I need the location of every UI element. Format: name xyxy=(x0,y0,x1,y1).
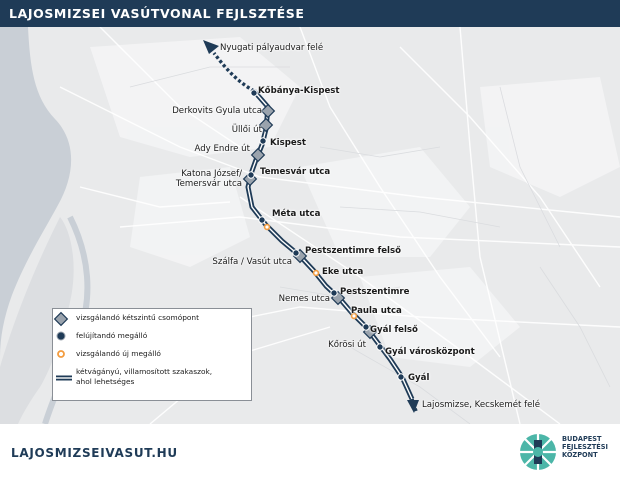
junction-icon xyxy=(260,103,276,119)
station-label-derkovits[interactable]: Derkovits Gyula utca xyxy=(172,106,262,116)
station-label-pestszentimre[interactable]: Pestszentimre xyxy=(340,287,410,297)
junction-icon xyxy=(258,117,274,133)
map-area[interactable]: Nyugati pályaudvar felé Kőbánya-Kispest … xyxy=(0,27,620,424)
station-label-ady[interactable]: Ady Endre út xyxy=(194,144,250,154)
page-title: LAJOSMIZSEI VASÚTVONAL FEJLSZTÉSE xyxy=(9,6,305,21)
station-label-nemes[interactable]: Nemes utca xyxy=(278,294,330,304)
footer: LAJOSMIZSEIVASUT.HU BUDAPEST FEJLESZTÉSI… xyxy=(0,424,620,484)
north-direction-label: Nyugati pályaudvar felé xyxy=(220,43,324,53)
stop-icon xyxy=(362,323,370,331)
stop-icon xyxy=(292,249,300,257)
station-label-ulloi[interactable]: Üllői út xyxy=(231,125,262,135)
new-stop-icon xyxy=(312,269,320,277)
new-stop-icon xyxy=(263,223,271,231)
station-label-kobanya-kispest[interactable]: Kőbánya-Kispest xyxy=(258,86,340,96)
double-track-icon xyxy=(56,375,72,381)
logo-line: KÖZPONT xyxy=(562,451,598,460)
minor-roads xyxy=(129,66,611,424)
north-extension-line xyxy=(212,51,255,93)
station-label-katona[interactable]: Katona József/ Temersvár utca xyxy=(175,169,242,189)
map-legend: vizsgálandó kétszintű csomópont felújíta… xyxy=(52,308,252,401)
station-label-eke[interactable]: Eke utca xyxy=(322,267,364,277)
urban-areas xyxy=(90,37,620,367)
station-label-pestszentimre-felso[interactable]: Pestszentimre felső xyxy=(305,246,402,256)
legend-label: felújítandó megálló xyxy=(76,331,148,340)
station-label-paula[interactable]: Paula utca xyxy=(351,306,402,316)
stop-icon xyxy=(258,216,266,224)
junction-icon xyxy=(250,147,266,163)
stop-icon xyxy=(376,343,384,351)
logo-line: FEJLESZTÉSI xyxy=(562,443,608,452)
station-label-gyal-varoskozpont[interactable]: Gyál városközpont xyxy=(385,347,475,357)
stop-icon xyxy=(397,373,405,381)
north-arrow-icon xyxy=(203,40,219,54)
stop-icon xyxy=(250,89,258,97)
base-map xyxy=(0,27,620,424)
stop-icon xyxy=(330,289,338,297)
logo-line: BUDAPEST xyxy=(562,435,602,443)
station-label-szalfa[interactable]: Szálfa / Vasút utca xyxy=(212,257,292,267)
railway-line xyxy=(245,89,415,401)
stop-icon xyxy=(259,137,267,145)
new-stop-icon xyxy=(350,312,358,320)
website-link[interactable]: LAJOSMIZSEIVASUT.HU xyxy=(11,446,178,460)
legend-label: vizsgálandó új megálló xyxy=(76,349,161,358)
legend-label: kétvágányú, villamosított szakaszok, aho… xyxy=(76,367,213,386)
station-label-gyal-felso[interactable]: Gyál felső xyxy=(370,325,418,335)
stop-icon xyxy=(247,171,255,179)
station-label-meta[interactable]: Méta utca xyxy=(272,209,321,219)
danube-river xyxy=(0,27,72,424)
bfk-logo-icon xyxy=(520,434,556,470)
new-stop-icon xyxy=(57,350,65,358)
south-arrow-icon xyxy=(407,400,419,413)
south-direction-label: Lajosmizse, Kecskemét felé xyxy=(422,400,541,410)
stop-icon xyxy=(56,331,66,341)
bfk-logo-text: BUDAPEST FEJLESZTÉSI KÖZPONT xyxy=(562,435,618,460)
junction-icon xyxy=(53,311,69,327)
station-label-korosi[interactable]: Kőrösi út xyxy=(328,340,366,350)
station-label-kispest[interactable]: Kispest xyxy=(270,138,306,148)
stop-markers xyxy=(247,89,405,381)
legend-label: vizsgálandó kétszintű csomópont xyxy=(76,313,200,322)
station-label-temesvar[interactable]: Temesvár utca xyxy=(260,167,331,177)
header-bar: LAJOSMIZSEI VASÚTVONAL FEJLSZTÉSE xyxy=(0,0,620,27)
new-stop-markers xyxy=(263,223,358,320)
csepel-island xyxy=(0,217,74,424)
station-label-gyal[interactable]: Gyál xyxy=(408,373,430,383)
